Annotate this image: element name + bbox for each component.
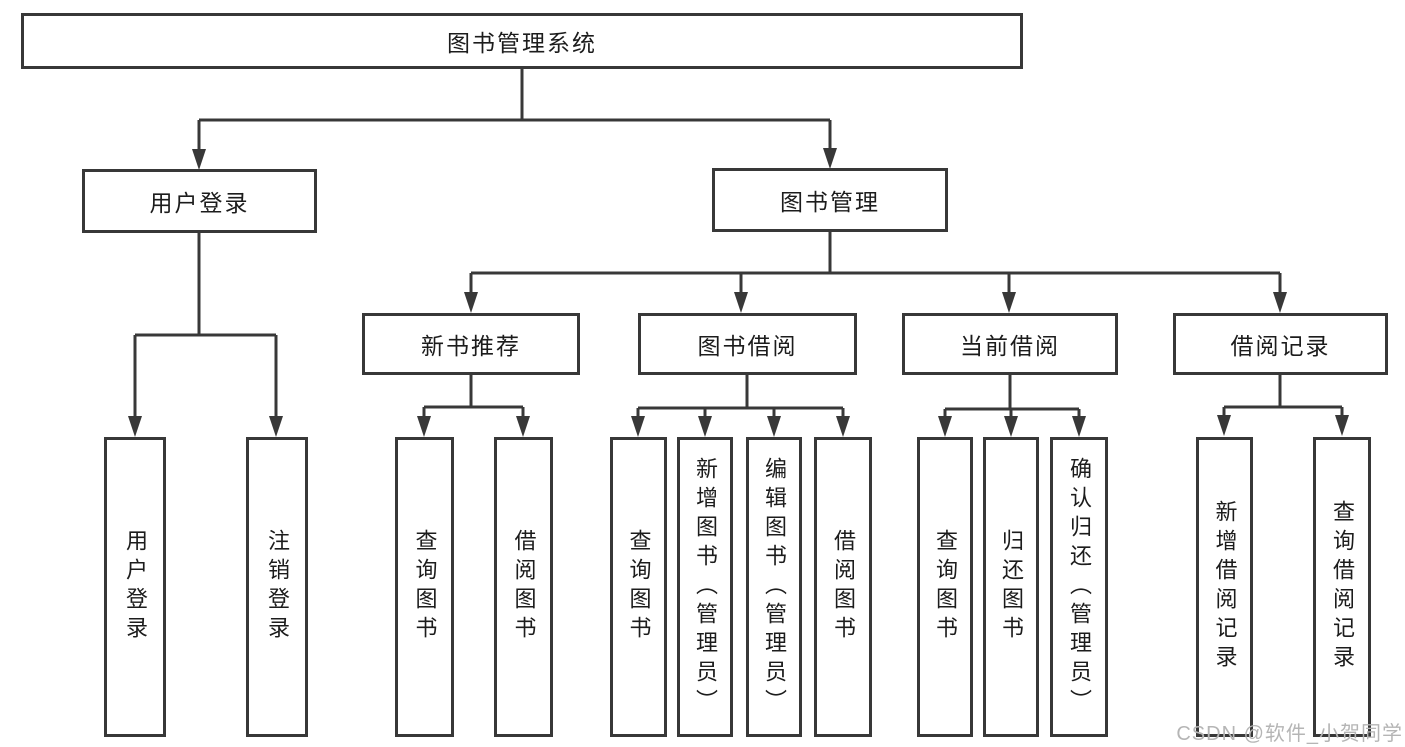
leaf-add-borrow-record: 新增借阅记录	[1196, 437, 1253, 737]
csdn-watermark: CSDN @软件_小贺同学	[1176, 723, 1403, 745]
leaf-borrow-books-1: 借阅图书	[494, 437, 553, 737]
branch-book-management: 图书管理	[712, 168, 948, 232]
connector-path	[133, 69, 1344, 418]
arrowhead-icon	[128, 148, 1349, 437]
branch-book-borrow: 图书借阅	[638, 313, 857, 375]
leaf-logout-login: 注销登录	[246, 437, 308, 737]
branch-new-book-recommend: 新书推荐	[362, 313, 580, 375]
leaf-confirm-return-admin: 确认归还（管理员）	[1050, 437, 1108, 737]
leaf-query-books-3: 查询图书	[917, 437, 973, 737]
leaf-borrow-books-2: 借阅图书	[814, 437, 872, 737]
branch-current-borrow: 当前借阅	[902, 313, 1118, 375]
leaf-query-borrow-record: 查询借阅记录	[1313, 437, 1371, 737]
leaf-query-books-2: 查询图书	[610, 437, 667, 737]
leaf-user-login: 用户登录	[104, 437, 166, 737]
branch-borrow-records: 借阅记录	[1173, 313, 1388, 375]
leaf-add-book-admin: 新增图书（管理员）	[677, 437, 733, 737]
branch-user-login: 用户登录	[82, 169, 317, 233]
leaf-edit-book-admin: 编辑图书（管理员）	[746, 437, 802, 737]
leaf-return-books: 归还图书	[983, 437, 1039, 737]
leaf-query-books-1: 查询图书	[395, 437, 454, 737]
root-node: 图书管理系统	[21, 13, 1023, 69]
